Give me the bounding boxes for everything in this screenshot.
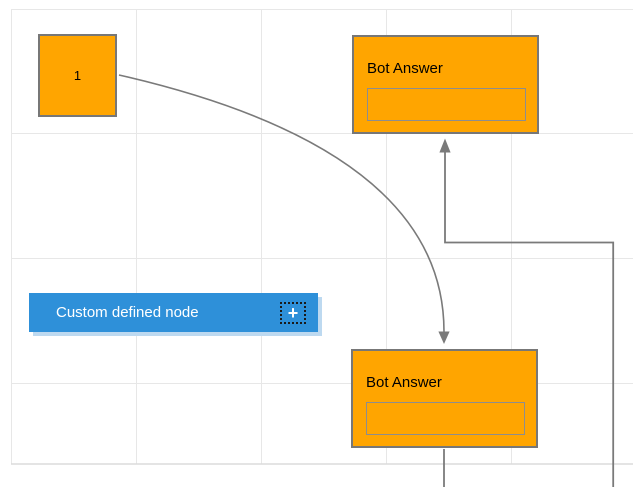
node-square-1[interactable]: 1 (38, 34, 117, 117)
node-bot-answer-bottom[interactable]: Bot Answer (351, 349, 538, 448)
node-custom-defined[interactable]: Custom defined node + (29, 293, 318, 332)
node-label: Bot Answer (367, 60, 443, 77)
arrowhead-up-icon (439, 138, 451, 153)
connector-elbow[interactable] (439, 138, 615, 488)
node-label: Bot Answer (366, 374, 442, 391)
connector-curve[interactable] (118, 74, 450, 344)
node-label: 1 (73, 68, 82, 83)
arrowhead-down-icon (438, 331, 450, 344)
bot-answer-input[interactable] (367, 88, 526, 121)
bot-answer-input[interactable] (366, 402, 525, 435)
node-label: Custom defined node (56, 304, 199, 321)
node-bot-answer-top[interactable]: Bot Answer (352, 35, 539, 134)
add-icon[interactable]: + (280, 302, 306, 324)
